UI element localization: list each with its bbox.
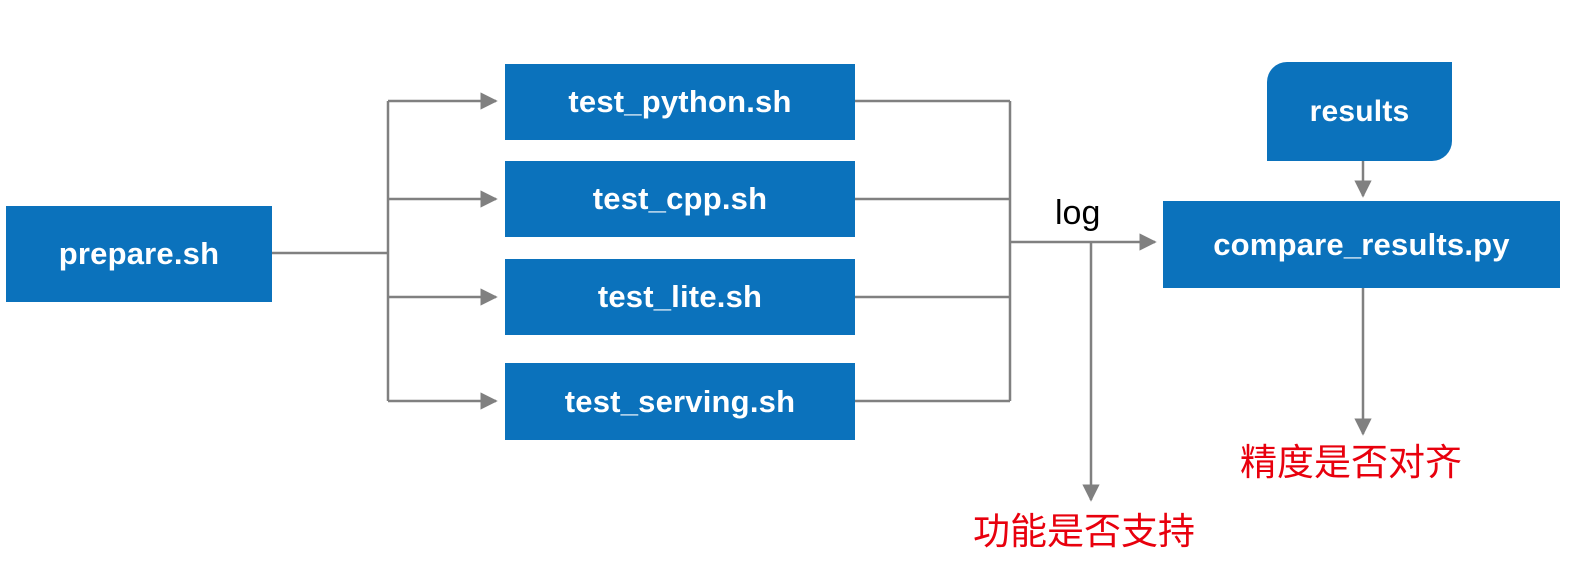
edge-prepare-trunk bbox=[272, 101, 390, 401]
node-test-serving-sh[interactable]: test_serving.sh bbox=[505, 363, 855, 440]
node-compare-results-py[interactable]: compare_results.py bbox=[1163, 201, 1560, 288]
node-prepare-sh[interactable]: prepare.sh bbox=[6, 206, 272, 302]
node-test-lite-sh[interactable]: test_lite.sh bbox=[505, 259, 855, 335]
annotation-precision-aligned: 精度是否对齐 bbox=[1240, 441, 1462, 484]
node-test-cpp-sh[interactable]: test_cpp.sh bbox=[505, 161, 855, 237]
node-test-python-sh[interactable]: test_python.sh bbox=[505, 64, 855, 140]
node-results[interactable]: results bbox=[1267, 62, 1452, 161]
edge-label-log: log bbox=[1055, 194, 1101, 232]
annotation-function-supported: 功能是否支持 bbox=[973, 510, 1195, 553]
